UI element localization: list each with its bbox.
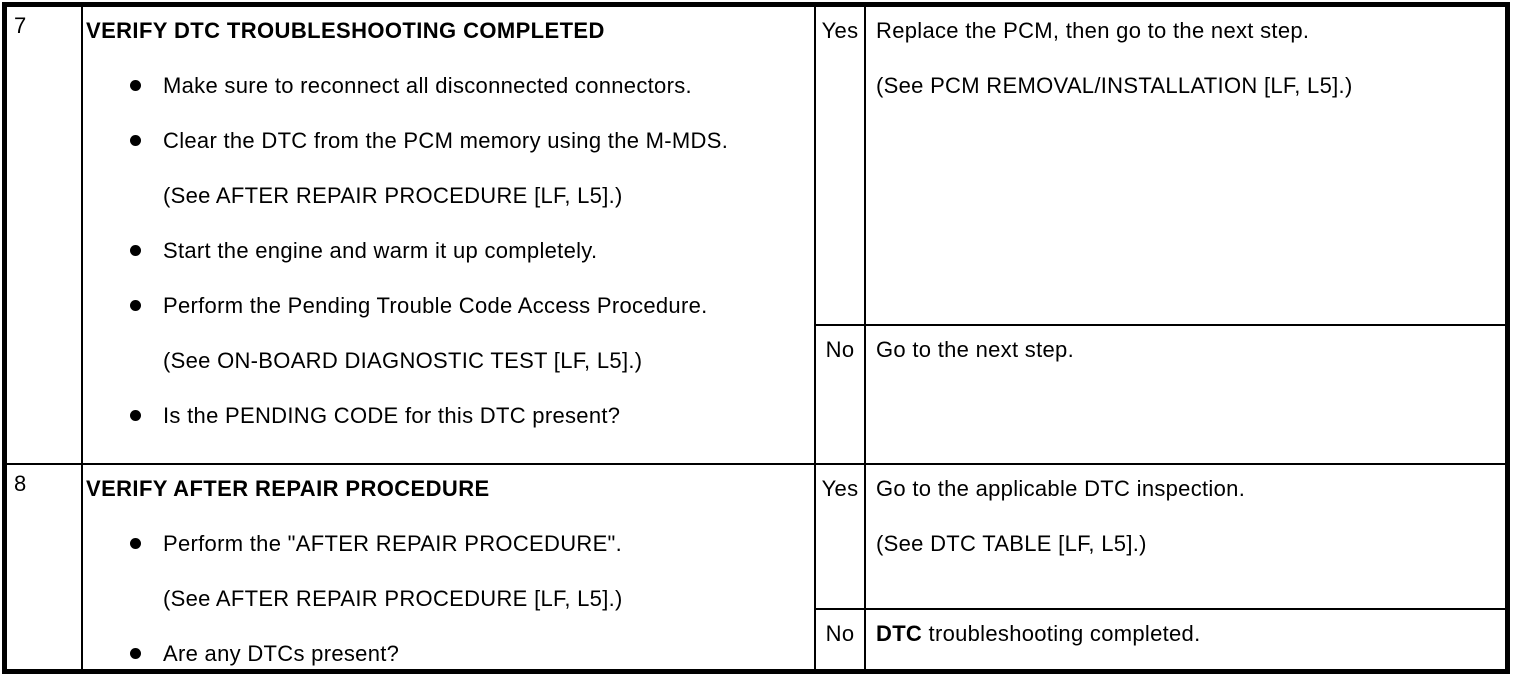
result-text-segment: troubleshooting completed.	[922, 621, 1201, 646]
result-note: (See PCM REMOVAL/INSTALLATION [LF, L5].)	[876, 73, 1353, 98]
action-item-text: Perform the "AFTER REPAIR PROCEDURE".	[163, 531, 623, 556]
results-group: Yes Go to the applicable DTC inspection.…	[816, 465, 1505, 669]
action-item-text: Start the engine and warm it up complete…	[163, 238, 598, 263]
result-subrow-no: No DTC troubleshooting completed.	[816, 608, 1505, 669]
action-bullet-item: Perform the "AFTER REPAIR PROCEDURE".	[86, 528, 808, 559]
no-label: No	[816, 610, 866, 669]
action-item-text: Clear the DTC from the PCM memory using …	[163, 128, 729, 153]
result-subrow-yes: Yes Go to the applicable DTC inspection.…	[816, 465, 1505, 608]
action-bullet-item: Clear the DTC from the PCM memory using …	[86, 125, 808, 156]
bullet-icon	[130, 300, 141, 311]
result-cell: Replace the PCM, then go to the next ste…	[866, 7, 1505, 324]
action-item-text: Is the PENDING CODE for this DTC present…	[163, 403, 621, 428]
action-bullet-item: Perform the Pending Trouble Code Access …	[86, 290, 808, 321]
action-title: VERIFY DTC TROUBLESHOOTING COMPLETED	[86, 18, 605, 43]
yes-label: Yes	[816, 7, 866, 324]
action-bullet-item: Start the engine and warm it up complete…	[86, 235, 808, 266]
result-cell: Go to the applicable DTC inspection. (Se…	[866, 465, 1505, 608]
action-item-text: (See ON-BOARD DIAGNOSTIC TEST [LF, L5].)	[163, 348, 643, 373]
action-note-item: (See AFTER REPAIR PROCEDURE [LF, L5].)	[86, 180, 808, 211]
action-item-text: Perform the Pending Trouble Code Access …	[163, 293, 708, 318]
bullet-icon	[130, 80, 141, 91]
result-subrow-yes: Yes Replace the PCM, then go to the next…	[816, 7, 1505, 324]
action-title: VERIFY AFTER REPAIR PROCEDURE	[86, 476, 490, 501]
step-number: 7	[7, 7, 83, 463]
action-bullet-item: Are any DTCs present?	[86, 638, 808, 669]
action-cell: VERIFY DTC TROUBLESHOOTING COMPLETED Mak…	[83, 7, 816, 463]
action-item-text: (See AFTER REPAIR PROCEDURE [LF, L5].)	[163, 586, 623, 611]
table-row-step-8: 8 VERIFY AFTER REPAIR PROCEDURE Perform …	[7, 463, 1505, 669]
table-row-step-7: 7 VERIFY DTC TROUBLESHOOTING COMPLETED M…	[7, 7, 1505, 463]
action-item-text: (See AFTER REPAIR PROCEDURE [LF, L5].)	[163, 183, 623, 208]
result-subrow-no: No Go to the next step.	[816, 324, 1505, 463]
results-group: Yes Replace the PCM, then go to the next…	[816, 7, 1505, 463]
action-bullet-item: Make sure to reconnect all disconnected …	[86, 70, 808, 101]
bullet-icon	[130, 245, 141, 256]
result-text: Go to the applicable DTC inspection.	[876, 476, 1246, 501]
result-cell: DTC troubleshooting completed.	[866, 610, 1505, 669]
bullet-icon	[130, 648, 141, 659]
result-note: (See DTC TABLE [LF, L5].)	[876, 531, 1147, 556]
action-item-text: Make sure to reconnect all disconnected …	[163, 73, 692, 98]
result-cell: Go to the next step.	[866, 326, 1505, 463]
action-note-item: (See AFTER REPAIR PROCEDURE [LF, L5].)	[86, 583, 808, 614]
result-text: DTC troubleshooting completed.	[876, 618, 1497, 649]
result-text-bold-segment: DTC	[876, 621, 923, 646]
result-text: Go to the next step.	[876, 337, 1075, 362]
action-item-text: Are any DTCs present?	[163, 641, 400, 666]
yes-label: Yes	[816, 465, 866, 608]
action-cell: VERIFY AFTER REPAIR PROCEDURE Perform th…	[83, 465, 816, 669]
step-number: 8	[7, 465, 83, 669]
bullet-icon	[130, 538, 141, 549]
action-bullet-item: Is the PENDING CODE for this DTC present…	[86, 400, 808, 431]
action-note-item: (See ON-BOARD DIAGNOSTIC TEST [LF, L5].)	[86, 345, 808, 376]
result-text: Replace the PCM, then go to the next ste…	[876, 18, 1310, 43]
bullet-icon	[130, 135, 141, 146]
no-label: No	[816, 326, 866, 463]
bullet-icon	[130, 410, 141, 421]
